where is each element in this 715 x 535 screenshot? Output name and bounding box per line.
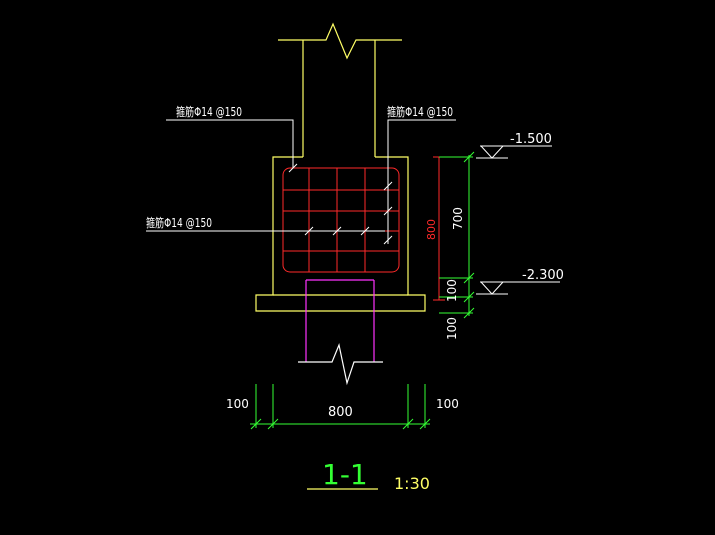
rebar-annotation-middle: 箍筋Φ14 @150 bbox=[146, 215, 212, 230]
dimension-100-label-a: 100 bbox=[445, 279, 459, 302]
leader-top-left bbox=[166, 119, 294, 168]
elevation-lower-label: -2.300 bbox=[522, 268, 564, 283]
rebar-annotation-top-left: 箍筋Φ14 @150 bbox=[176, 104, 242, 119]
dimension-100-label-b: 100 bbox=[445, 317, 459, 340]
leader-top-right bbox=[387, 119, 456, 244]
right-dimension-lines bbox=[439, 151, 475, 319]
upper-wall-break-line bbox=[278, 22, 402, 60]
leader-lines bbox=[146, 119, 456, 244]
dimension-700-label: 700 bbox=[451, 207, 465, 230]
bottom-dimension-left: 100 bbox=[226, 397, 249, 411]
rebar-annotation-top-right: 箍筋Φ14 @150 bbox=[387, 104, 453, 119]
leader-tick-marks bbox=[288, 163, 393, 245]
upper-wall bbox=[278, 22, 402, 157]
beam-outline bbox=[255, 156, 426, 312]
rebar-stirrup bbox=[282, 167, 400, 273]
lower-column bbox=[305, 279, 375, 362]
elevation-marker-upper bbox=[476, 145, 552, 159]
lower-column-break-line bbox=[298, 342, 383, 386]
rebar-cage bbox=[282, 167, 400, 273]
section-title: 1-1 bbox=[322, 458, 368, 491]
beam-body-outline bbox=[255, 156, 426, 312]
bottom-dimension-right: 100 bbox=[436, 397, 459, 411]
elevation-marker-lower bbox=[476, 281, 560, 295]
elevation-upper-label: -1.500 bbox=[510, 132, 552, 147]
bottom-dimension-middle: 800 bbox=[328, 405, 353, 420]
red-height-label: 800 bbox=[425, 219, 438, 240]
section-scale: 1:30 bbox=[394, 474, 430, 493]
bottom-dimension-lines bbox=[250, 384, 431, 430]
